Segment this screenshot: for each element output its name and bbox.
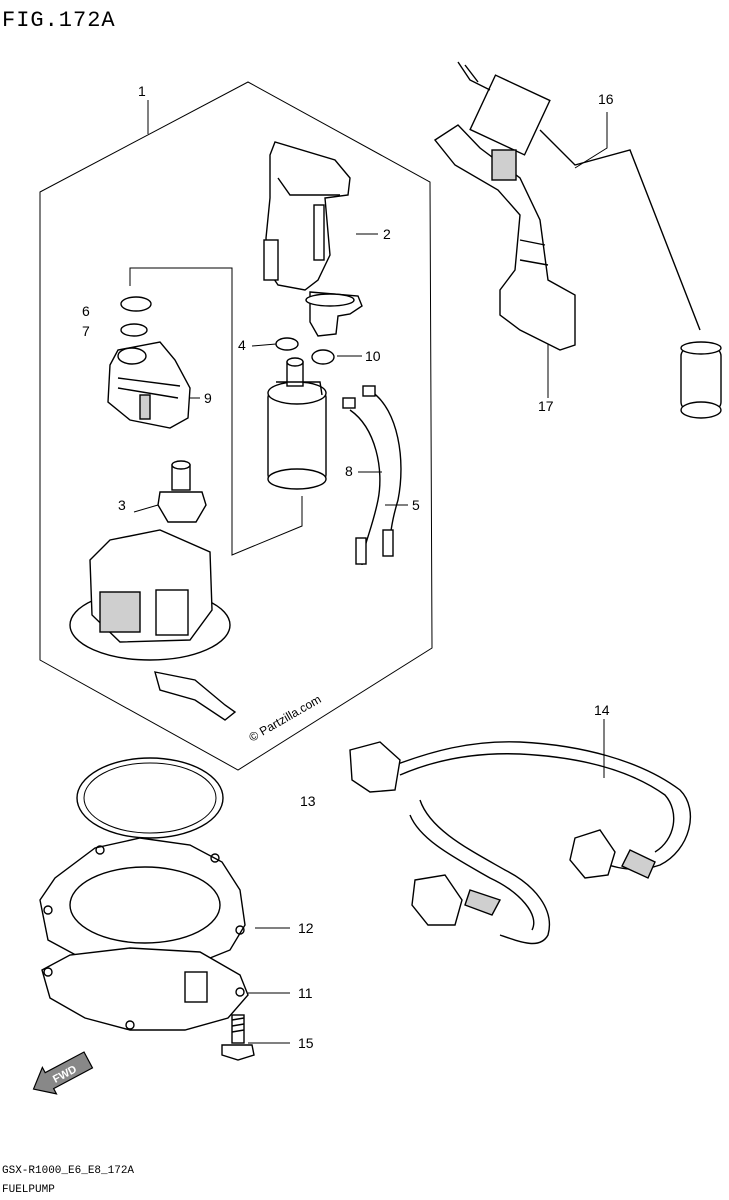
fuel-fitting xyxy=(157,460,207,523)
callout-5: 5 xyxy=(412,497,420,513)
fuel-level-sender xyxy=(457,61,722,419)
bolt xyxy=(221,1014,255,1061)
footer-code: GSX-R1000_E6_E8_172A xyxy=(2,1165,134,1177)
callout-17: 17 xyxy=(538,398,554,414)
sender-bracket xyxy=(433,124,576,351)
callout-16: 16 xyxy=(598,91,614,107)
figure-title: FIG.172A xyxy=(2,8,116,33)
pump-base-plate xyxy=(69,529,237,721)
callout-13: 13 xyxy=(300,793,316,809)
callout-15: 15 xyxy=(298,1035,314,1051)
callout-12: 12 xyxy=(298,920,314,936)
leader-lines xyxy=(129,100,608,1044)
o-ring-6 xyxy=(120,296,152,312)
callout-8: 8 xyxy=(345,463,353,479)
seal-ring xyxy=(76,757,224,839)
fwd-arrow-icon: FWD xyxy=(32,1051,94,1095)
fuel-pump-motor xyxy=(267,357,327,490)
callout-9: 9 xyxy=(204,390,212,406)
o-ring-10 xyxy=(311,349,335,365)
pump-bracket xyxy=(263,141,363,337)
callout-2: 2 xyxy=(383,226,391,242)
callout-14: 14 xyxy=(594,702,610,718)
fuel-hose xyxy=(349,741,692,945)
filter-cap xyxy=(107,341,191,429)
flange-plate xyxy=(39,837,246,971)
callout-11: 11 xyxy=(298,985,313,1001)
callout-6: 6 xyxy=(82,303,90,319)
gasket xyxy=(41,947,249,1031)
footer-name: FUELPUMP xyxy=(2,1184,55,1196)
o-ring-7 xyxy=(120,323,148,337)
assembly-boundary xyxy=(39,81,433,771)
callout-3: 3 xyxy=(118,497,126,513)
watermark: © Partzilla.com xyxy=(247,692,324,745)
callouts: 1 2 3 4 5 6 7 8 9 10 11 12 13 14 15 16 1… xyxy=(82,83,614,1051)
callout-10: 10 xyxy=(365,348,381,364)
o-ring-4 xyxy=(275,337,299,351)
callout-4: 4 xyxy=(238,337,246,353)
callout-7: 7 xyxy=(82,323,90,339)
wire-leads xyxy=(342,385,402,566)
callout-1: 1 xyxy=(138,83,146,99)
